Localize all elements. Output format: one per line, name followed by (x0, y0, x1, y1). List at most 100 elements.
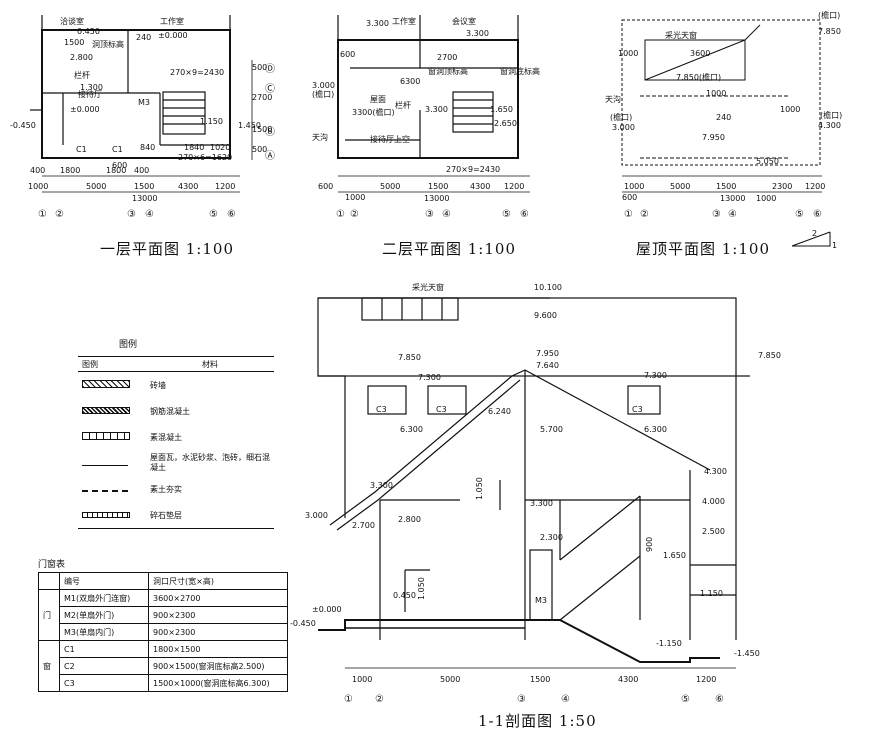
plan2-dim: 600 (340, 50, 355, 59)
legend-row: 砖墙 (78, 372, 274, 399)
roof-dim: 1000 (756, 194, 776, 203)
window-code: C2 (59, 657, 149, 675)
plan1-room-label: 洽谈室 (60, 16, 84, 26)
plan2-dim: 6300 (400, 77, 420, 86)
legend-row: 屋面瓦，水泥砂浆、泡砖，细石混凝土 (78, 450, 274, 476)
legend-row: 碎石垫层 (78, 502, 274, 529)
section-title: 1-1剖面图 1:50 (478, 712, 597, 730)
plan2-room-label: 屋面 (370, 95, 386, 104)
plan1-dim: 240 (136, 33, 151, 42)
plan1-axis: ⑥ (227, 209, 236, 220)
legend-row: 素混凝土 (78, 424, 274, 450)
section-elevation: -1.150 (656, 639, 682, 648)
plan1-dim: 1840 (184, 143, 204, 152)
plan1-axis: ⑤ (209, 209, 218, 220)
legend-row: 素土夯实 (78, 476, 274, 502)
roof-dim: 2300 (772, 182, 792, 191)
section-elevation: 7.640 (536, 361, 559, 370)
plan2-elevation: 3.300 (425, 105, 448, 114)
legend-material: 碎石垫层 (146, 502, 274, 529)
section-dim: 1.050 (475, 477, 484, 500)
roof-dim: 1500 (716, 182, 736, 191)
window-table-row: C3 1500×1000(窗洞底标高6.300) (39, 674, 288, 692)
plan1-label: 洞顶标高 (92, 39, 124, 49)
section-window-label: C3 (376, 405, 387, 414)
plan2-elevation: 3.300 (466, 29, 489, 38)
section-skylight-label: 采光天窗 (412, 282, 444, 292)
plan1-label: 270×6=1620 (178, 153, 232, 162)
plan1-axis: ① (38, 209, 47, 220)
plan1-dim: 5000 (86, 182, 106, 191)
plan2-label: (檐口) (312, 89, 334, 99)
section-window-label: C3 (436, 405, 447, 414)
plan1-dim: 500 (252, 63, 267, 72)
door-group-label: 门 (38, 589, 60, 641)
section-elevation: 2.300 (540, 533, 563, 542)
roof-slope-mark: 1 (832, 241, 837, 250)
plan1-room-label: 工作室 (160, 16, 184, 26)
gravel-cushion-swatch (82, 511, 130, 518)
door-table-header: 洞口尺寸(宽×高) (148, 572, 288, 590)
window-size: 900×1500(窗洞底标高2.500) (148, 657, 288, 675)
plan1-dim: 400 (134, 166, 149, 175)
plan1-dim: 13000 (132, 194, 157, 203)
plan2-elevation: 3300(檐口) (352, 107, 395, 117)
plan1-axis: ③ (127, 209, 136, 220)
plan-1-title: 一层平面图 1:100 (100, 240, 234, 258)
door-table-row: M2(单扇外门) 900×2300 (39, 606, 288, 624)
plan1-elevation: 2.800 (70, 53, 93, 62)
section-elevation: 7.300 (418, 373, 441, 382)
section-elevation: 10.100 (534, 283, 562, 292)
legend-title: 图例 (119, 340, 138, 350)
plain-concrete-swatch (82, 432, 130, 440)
plan1-dim: 1500 (64, 38, 84, 47)
plan1-dim: 400 (30, 166, 45, 175)
plan2-elevation: 1.650 (490, 105, 513, 114)
roof-dim: 1200 (805, 182, 825, 191)
plan1-elevation: -0.450 (10, 121, 36, 130)
roof-elevation: 7.850 (818, 27, 841, 36)
section-elevation: 7.850 (758, 351, 781, 360)
section-dim: 900 (645, 537, 654, 552)
door-table-row: 门 M1(双扇外门连窗) 3600×2700 (38, 589, 288, 641)
plan1-label: C1 (76, 145, 87, 154)
door-size: 3600×2700 (148, 589, 288, 607)
section-elevation: 2.500 (702, 527, 725, 536)
plan-2-title: 二层平面图 1:100 (382, 240, 516, 258)
section-elevation: 1.650 (663, 551, 686, 560)
plan1-dim: 840 (140, 143, 155, 152)
section-axis: ④ (561, 694, 570, 705)
legend-table: 图例 材料 砖墙 钢筋混凝土 素混凝土 屋面瓦，水泥砂浆、泡砖，细石混凝土 素土… (78, 356, 274, 529)
roof-dim: 1000 (624, 182, 644, 191)
door-code: M1(双扇外门连窗) (59, 589, 149, 607)
plan2-axis: ② (350, 209, 359, 220)
section-dim: 1000 (352, 675, 372, 684)
section-elevation: ±0.000 (312, 605, 342, 614)
section-dim: 5000 (440, 675, 460, 684)
door-window-table-title: 门窗表 (38, 560, 66, 570)
roof-label: (檐口) (820, 110, 842, 120)
door-table-header: 编号 (59, 572, 149, 590)
roof-dim: 1000 (618, 49, 638, 58)
plan1-dim: 1200 (215, 182, 235, 191)
roof-axis: ⑥ (813, 209, 822, 220)
section-elevation: 3.300 (370, 481, 393, 490)
window-size: 1500×1000(窗洞底标高6.300) (148, 674, 288, 692)
plan2-axis: ⑥ (520, 209, 529, 220)
door-code: M3(单扇内门) (59, 623, 149, 641)
section-window-label: C3 (632, 405, 643, 414)
brick-wall-swatch (82, 380, 130, 388)
plan1-room-label: 接待厅 (78, 89, 102, 99)
section-door-label: M3 (535, 596, 547, 605)
window-table-row: 窗 C1 1800×1500 (38, 640, 288, 692)
roof-elevation: 7.850(檐口) (676, 72, 721, 82)
section-elevation: 6.300 (400, 425, 423, 434)
section-axis: ① (344, 694, 353, 705)
roof-label: (檐口) (610, 112, 632, 122)
plan2-axis: ④ (442, 209, 451, 220)
section-elevation: -1.450 (734, 649, 760, 658)
plan1-dim: 1020 (210, 143, 230, 152)
roof-axis: ① (624, 209, 633, 220)
